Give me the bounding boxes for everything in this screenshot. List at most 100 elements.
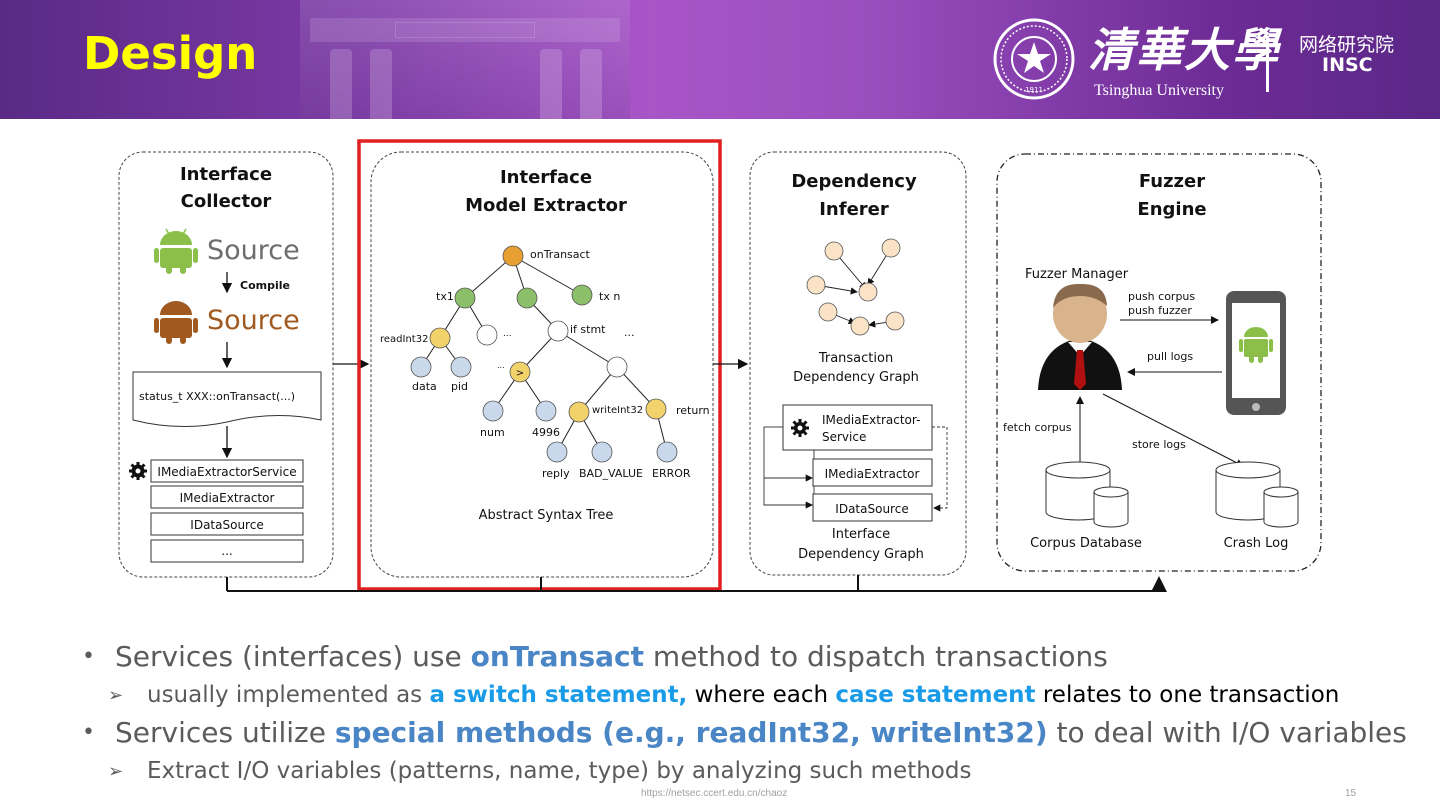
sub-bullet-1: usually implemented as a switch statemen…	[147, 682, 1340, 708]
extractor-title-line2: Model Extractor	[465, 195, 627, 216]
pull-logs-label: pull logs	[1147, 350, 1193, 363]
ast-node-ifstmt	[547, 320, 569, 342]
android-green-icon	[154, 228, 198, 274]
android-brown-icon	[154, 301, 198, 344]
bottom-connector	[226, 575, 1167, 592]
compile-label: Compile	[240, 279, 290, 292]
institute-name-chinese: 网络研究院	[1299, 34, 1395, 56]
ast-caption: Abstract Syntax Tree	[479, 508, 614, 523]
sub-bullet-symbol-1: ➢	[108, 685, 124, 706]
inferer-box1-line2: Service	[822, 430, 866, 444]
collector-title-line2: Collector	[181, 191, 272, 212]
extractor-title-line1: Interface	[500, 167, 592, 188]
ast-node-branch	[606, 356, 628, 378]
ast-label-dots2: ...	[624, 326, 635, 339]
collector-interface-3: ...	[221, 544, 232, 558]
ast-label-num: num	[480, 426, 505, 439]
header-banner	[0, 0, 1440, 119]
ast-node-blank	[476, 324, 498, 346]
txn-graph-caption-line1: Transaction	[818, 351, 893, 366]
fuzzer-title-line1: Fuzzer	[1139, 171, 1205, 192]
fuzzer-manager-label: Fuzzer Manager	[1025, 267, 1129, 282]
source-label-1: Source	[207, 235, 300, 266]
ast-label-root: onTransact	[530, 248, 591, 261]
university-name-english: Tsinghua University	[1094, 82, 1224, 99]
collector-interface-0: IMediaExtractorService	[157, 465, 296, 479]
txn-graph-node-1	[824, 241, 844, 261]
ast-label-dots1: ...	[503, 329, 512, 339]
source-label-2: Source	[207, 305, 300, 336]
sub-bullet-2: Extract I/O variables (patterns, name, t…	[147, 758, 972, 784]
txn-graph-node-7	[885, 311, 905, 331]
inferer-title-line2: Inferer	[819, 199, 889, 220]
txn-graph-caption-line2: Dependency Graph	[793, 370, 919, 385]
collector-interface-2: IDataSource	[190, 518, 263, 532]
ast-node-error	[656, 441, 678, 463]
inferer-box2: IMediaExtractor	[825, 467, 920, 481]
system-design-diagram: Interface Collector Source Compile Sourc…	[118, 139, 1322, 592]
ast-node-root	[502, 245, 524, 267]
ast-label-data: data	[412, 380, 437, 393]
gear-icon	[129, 462, 147, 480]
inferer-box1-line1: IMediaExtractor-	[822, 413, 920, 427]
code-snippet: status_t XXX::onTransact(...)	[139, 390, 295, 403]
ast-label-txn: tx n	[599, 290, 620, 303]
txn-graph-node-4	[858, 282, 878, 302]
ast-label-error: ERROR	[652, 467, 691, 480]
bullet-2: Services utilize special methods (e.g., …	[115, 716, 1407, 749]
inferer-box3: IDataSource	[835, 502, 908, 516]
bullet-1: Services (interfaces) use onTransact met…	[115, 640, 1108, 673]
ast-label-tx1: tx1	[436, 290, 454, 303]
push-fuzzer-label: push fuzzer	[1128, 304, 1192, 317]
ast-node-data	[410, 356, 432, 378]
txn-graph-node-3	[806, 275, 826, 295]
ast-label-reply: reply	[542, 467, 570, 480]
ast-node-reply	[546, 441, 568, 463]
ast-node-4996	[535, 400, 557, 422]
ast-label-badvalue: BAD_VALUE	[579, 467, 643, 480]
crash-log-icon	[1215, 461, 1299, 528]
fuzzer-title-line2: Engine	[1137, 199, 1206, 220]
gear-icon-2	[791, 419, 809, 437]
ast-label-readint: readInt32	[380, 334, 428, 345]
ast-label-writeint: writeInt32	[592, 405, 643, 416]
collector-panel: Interface Collector Source Compile Sourc…	[118, 151, 334, 578]
header-gate-image	[300, 0, 630, 119]
bullet-symbol-1: •	[82, 644, 95, 669]
txn-graph-node-6	[850, 316, 870, 336]
sub-bullet-symbol-2: ➢	[108, 761, 124, 782]
ast-node-badvalue	[591, 441, 613, 463]
inferer-title-line1: Dependency	[791, 171, 917, 192]
android-phone-icon	[1226, 291, 1286, 415]
store-logs-label: store logs	[1132, 438, 1186, 451]
ast-label-dots3: ...	[497, 361, 505, 370]
crash-log-label: Crash Log	[1224, 536, 1289, 551]
fuzzer-manager-icon	[1038, 283, 1122, 390]
push-corpus-label: push corpus	[1128, 290, 1195, 303]
txn-graph-node-2	[881, 238, 901, 258]
ast-label-gt: >	[516, 368, 524, 379]
ast-label-pid: pid	[451, 380, 468, 393]
slide-title: Design	[83, 27, 258, 80]
ast-label-ifstmt: if stmt	[570, 323, 606, 336]
ast-node-gt	[509, 361, 531, 383]
svg-text:1911: 1911	[1025, 86, 1043, 94]
extractor-panel: Interface Model Extractor	[357, 139, 722, 591]
iface-graph-caption-line1: Interface	[832, 527, 890, 542]
collector-title-line1: Interface	[180, 164, 272, 185]
bullet-symbol-2: •	[82, 720, 95, 745]
fetch-corpus-label: fetch corpus	[1003, 421, 1072, 434]
ast-node-readint	[429, 327, 451, 349]
ast-label-4996: 4996	[532, 426, 560, 439]
ast-node-tx1	[454, 287, 476, 309]
ast-node-num	[482, 400, 504, 422]
iface-graph-caption-line2: Dependency Graph	[798, 547, 924, 562]
university-name-chinese: 清華大學	[1088, 23, 1280, 77]
ast-label-return: return	[676, 404, 710, 417]
ast-node-return	[645, 398, 667, 420]
txn-graph-node-5	[818, 302, 838, 322]
page-number: 15	[1345, 788, 1357, 799]
institute-name-english: INSC	[1322, 54, 1373, 76]
ast-node-pid	[450, 356, 472, 378]
ast-node-txn	[571, 284, 593, 306]
